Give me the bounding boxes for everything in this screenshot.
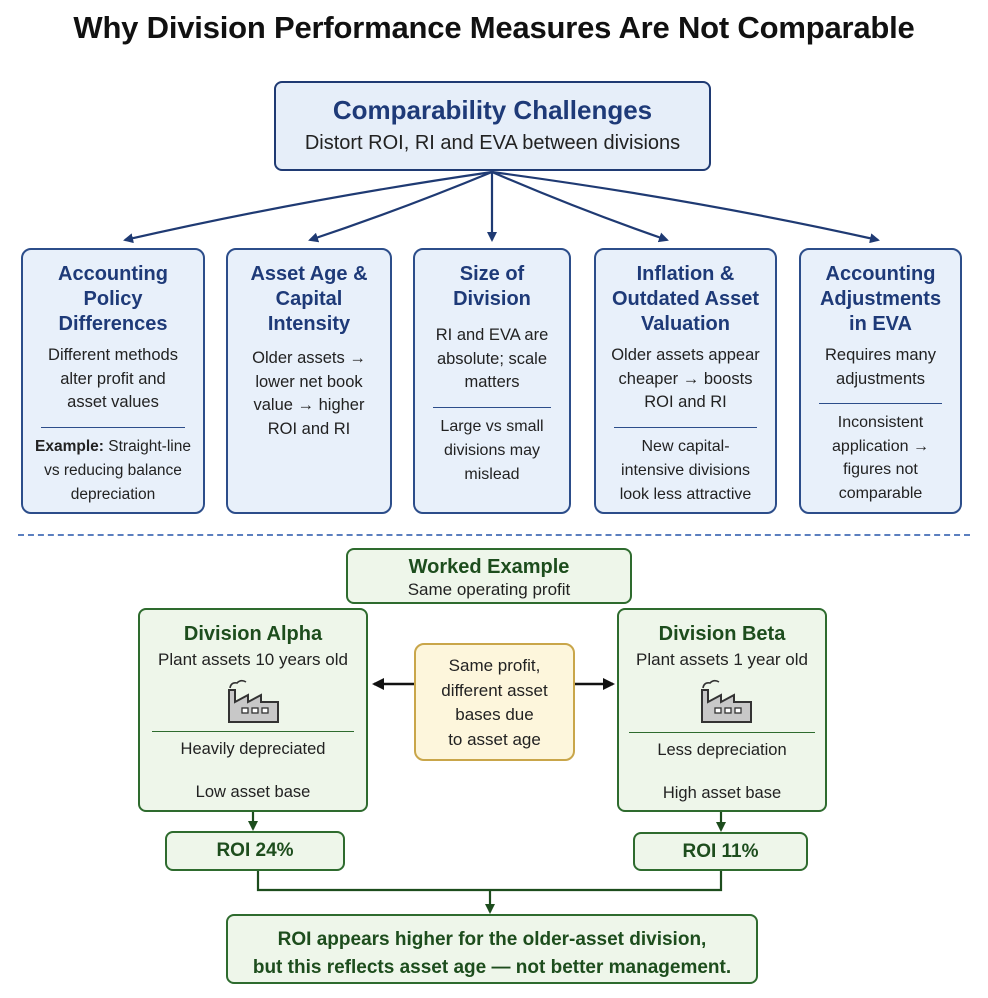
beta-roi-box: ROI 11% xyxy=(633,832,808,871)
card-text-line: Large vs small xyxy=(440,417,544,435)
alpha-subtitle: Plant assets 10 years old xyxy=(158,650,348,669)
card-text-line: ROI and RI xyxy=(267,419,351,438)
hub-arrow-5 xyxy=(491,170,880,244)
middle-note-line: different asset xyxy=(441,680,548,700)
factory-icon xyxy=(228,679,279,723)
card-text-line: figures not xyxy=(843,461,918,478)
card-text-line: application → xyxy=(832,437,929,455)
card-title-line: Inflation & xyxy=(636,263,735,285)
worked-example-title: Worked Example xyxy=(408,556,570,578)
card-title-line: Capital xyxy=(275,288,343,310)
alpha-line1: Heavily depreciated xyxy=(180,740,326,758)
middle-note-line: to asset age xyxy=(448,729,541,749)
card-title-line: Adjustments xyxy=(819,288,942,310)
card-title-line: Size of xyxy=(459,263,525,285)
hub-subtitle: Distort ROI, RI and EVA between division… xyxy=(304,132,681,154)
card-title-line: Valuation xyxy=(641,313,730,335)
hub-box: Comparability Challenges Distort ROI, RI… xyxy=(274,81,711,171)
card-title-line: in EVA xyxy=(849,313,912,335)
card-text-line: New capital- xyxy=(641,437,730,455)
middle-note-line: Same profit, xyxy=(448,656,541,675)
card-text-line: RI and EVA are xyxy=(435,326,549,344)
example-text: Straight-line xyxy=(103,437,191,455)
conclusion-line: ROI appears higher for the older-asset d… xyxy=(277,929,707,950)
card-inflation: Inflation & Outdated Asset Valuation Old… xyxy=(594,248,777,514)
card-divider xyxy=(433,406,551,408)
card-text-line: alter profit and xyxy=(60,369,166,388)
division-beta-box: Division Beta Plant assets 1 year old Le… xyxy=(617,608,827,812)
card-text-line: comparable xyxy=(838,484,923,502)
example-line: depreciation xyxy=(70,485,156,503)
card-text-line: Older assets → xyxy=(252,349,366,367)
card-text-line: matters xyxy=(464,373,520,391)
card-asset-age: Asset Age & Capital Intensity Older asse… xyxy=(226,248,392,514)
card-text-line: mislead xyxy=(464,465,520,483)
alpha-divider xyxy=(152,731,354,732)
alpha-title: Division Alpha xyxy=(183,623,323,645)
card-text-line: Different methods xyxy=(48,346,178,364)
card-text-line: asset values xyxy=(67,393,159,411)
card-text-line: lower net book xyxy=(255,372,363,391)
card-title-line: Differences xyxy=(58,313,168,335)
alpha-roi-box: ROI 24% xyxy=(165,831,345,871)
beta-subtitle: Plant assets 1 year old xyxy=(636,650,808,669)
card-title-line: Division xyxy=(453,288,531,310)
page-title: Why Division Performance Measures Are No… xyxy=(73,10,915,45)
division-alpha-box: Division Alpha Plant assets 10 years old… xyxy=(138,608,368,812)
beta-line2: High asset base xyxy=(662,784,782,802)
card-title-line: Outdated Asset xyxy=(611,288,760,310)
card-divider xyxy=(41,426,185,428)
card-divider xyxy=(819,403,942,404)
card-title-line: Accounting xyxy=(825,263,936,285)
card-title-line: Accounting xyxy=(58,263,168,285)
card-text-line: cheaper → boosts xyxy=(618,369,753,388)
card-text-line: Requires many xyxy=(825,346,936,364)
middle-note-line: bases due xyxy=(455,705,534,724)
card-text-line: intensive divisions xyxy=(621,461,750,479)
card-eva-adjustments: Accounting Adjustments in EVA Requires m… xyxy=(799,248,962,514)
hub-arrow-4 xyxy=(491,170,669,243)
card-text-line: absolute; scale xyxy=(436,349,548,368)
example-line: vs reducing balance xyxy=(44,461,182,479)
section-divider xyxy=(18,534,970,536)
card-title-line: Intensity xyxy=(267,313,351,335)
hub-title: Comparability Challenges xyxy=(332,95,653,125)
example-line: Example: Straight-line xyxy=(33,435,193,459)
card-text-line: divisions may xyxy=(443,441,541,459)
hub-arrow-2 xyxy=(308,170,493,243)
example-label: Example: xyxy=(35,437,104,455)
worked-example-subtitle: Same operating profit xyxy=(407,580,571,599)
middle-note-box: Same profit, different asset bases due t… xyxy=(414,643,575,761)
card-text-line: adjustments xyxy=(836,369,925,388)
card-size-of-division: Size of Division RI and EVA are absolute… xyxy=(413,248,571,514)
hub-arrow-1 xyxy=(123,170,493,244)
beta-divider xyxy=(629,732,815,733)
card-accounting-policy: Accounting Policy Differences Different … xyxy=(21,248,205,514)
card-text-line: look less attractive xyxy=(619,485,752,503)
alpha-line2: Low asset base xyxy=(195,783,311,801)
conclusion-line: but this reflects asset age — not better… xyxy=(252,957,732,978)
beta-line1: Less depreciation xyxy=(657,741,787,759)
card-title-line: Asset Age & xyxy=(250,263,368,285)
roi-merge-line xyxy=(256,870,723,892)
card-text-line: ROI and RI xyxy=(644,393,727,411)
worked-example-box: Worked Example Same operating profit xyxy=(346,548,632,604)
card-title-line: Policy xyxy=(83,288,143,310)
card-text-line: Inconsistent xyxy=(837,414,924,431)
beta-title: Division Beta xyxy=(658,623,786,645)
card-text-line: value → higher xyxy=(253,396,365,414)
card-divider xyxy=(614,426,757,428)
conclusion-box: ROI appears higher for the older-asset d… xyxy=(226,914,758,984)
factory-icon xyxy=(701,679,752,723)
card-text-line: Older assets appear xyxy=(611,346,760,364)
